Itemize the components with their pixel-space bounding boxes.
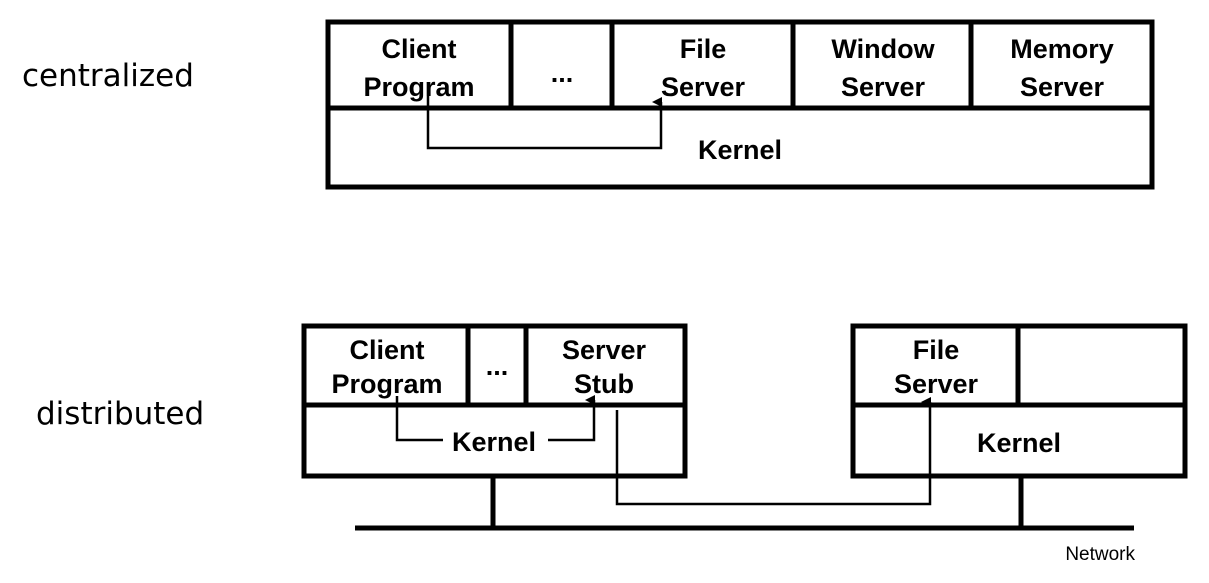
right-kernel-label: Kernel [977,428,1061,458]
centralized-file-server-line2: Server [661,72,746,102]
server-stub-line2: Stub [574,369,634,399]
centralized-file-server-line1: File [680,34,727,64]
right-file-server-line1: File [913,335,960,365]
left-kernel-label: Kernel [452,427,536,457]
centralized-diagram: Client Program ... File Server Window Se… [325,19,1155,190]
distributed-label: distributed [36,396,205,432]
centralized-outer-box [325,19,1155,190]
centralized-message-arrow [426,82,663,150]
right-file-server-line2: Server [894,369,979,399]
centralized-client-line1: Client [381,34,456,64]
centralized-client-line2: Program [363,72,474,102]
left-arrow-segment-1 [395,396,443,442]
centralized-window-server-line2: Server [841,72,926,102]
centralized-memory-server-line1: Memory [1010,34,1114,64]
left-ellipsis: ... [486,351,509,381]
left-arrow-segment-2 [548,395,596,442]
left-client-line2: Program [331,369,442,399]
centralized-memory-server-line2: Server [1020,72,1105,102]
network-label: Network [1065,544,1135,565]
centralized-window-server-line1: Window [831,34,935,64]
network-message-arrow [615,397,932,506]
server-stub-line1: Server [562,335,647,365]
centralized-label: centralized [22,58,194,94]
left-client-line1: Client [349,335,424,365]
centralized-ellipsis: ... [551,58,574,88]
distributed-diagram: Client Program ... Server Stub Kernel Fi… [301,323,1188,565]
centralized-kernel-label: Kernel [698,135,782,165]
